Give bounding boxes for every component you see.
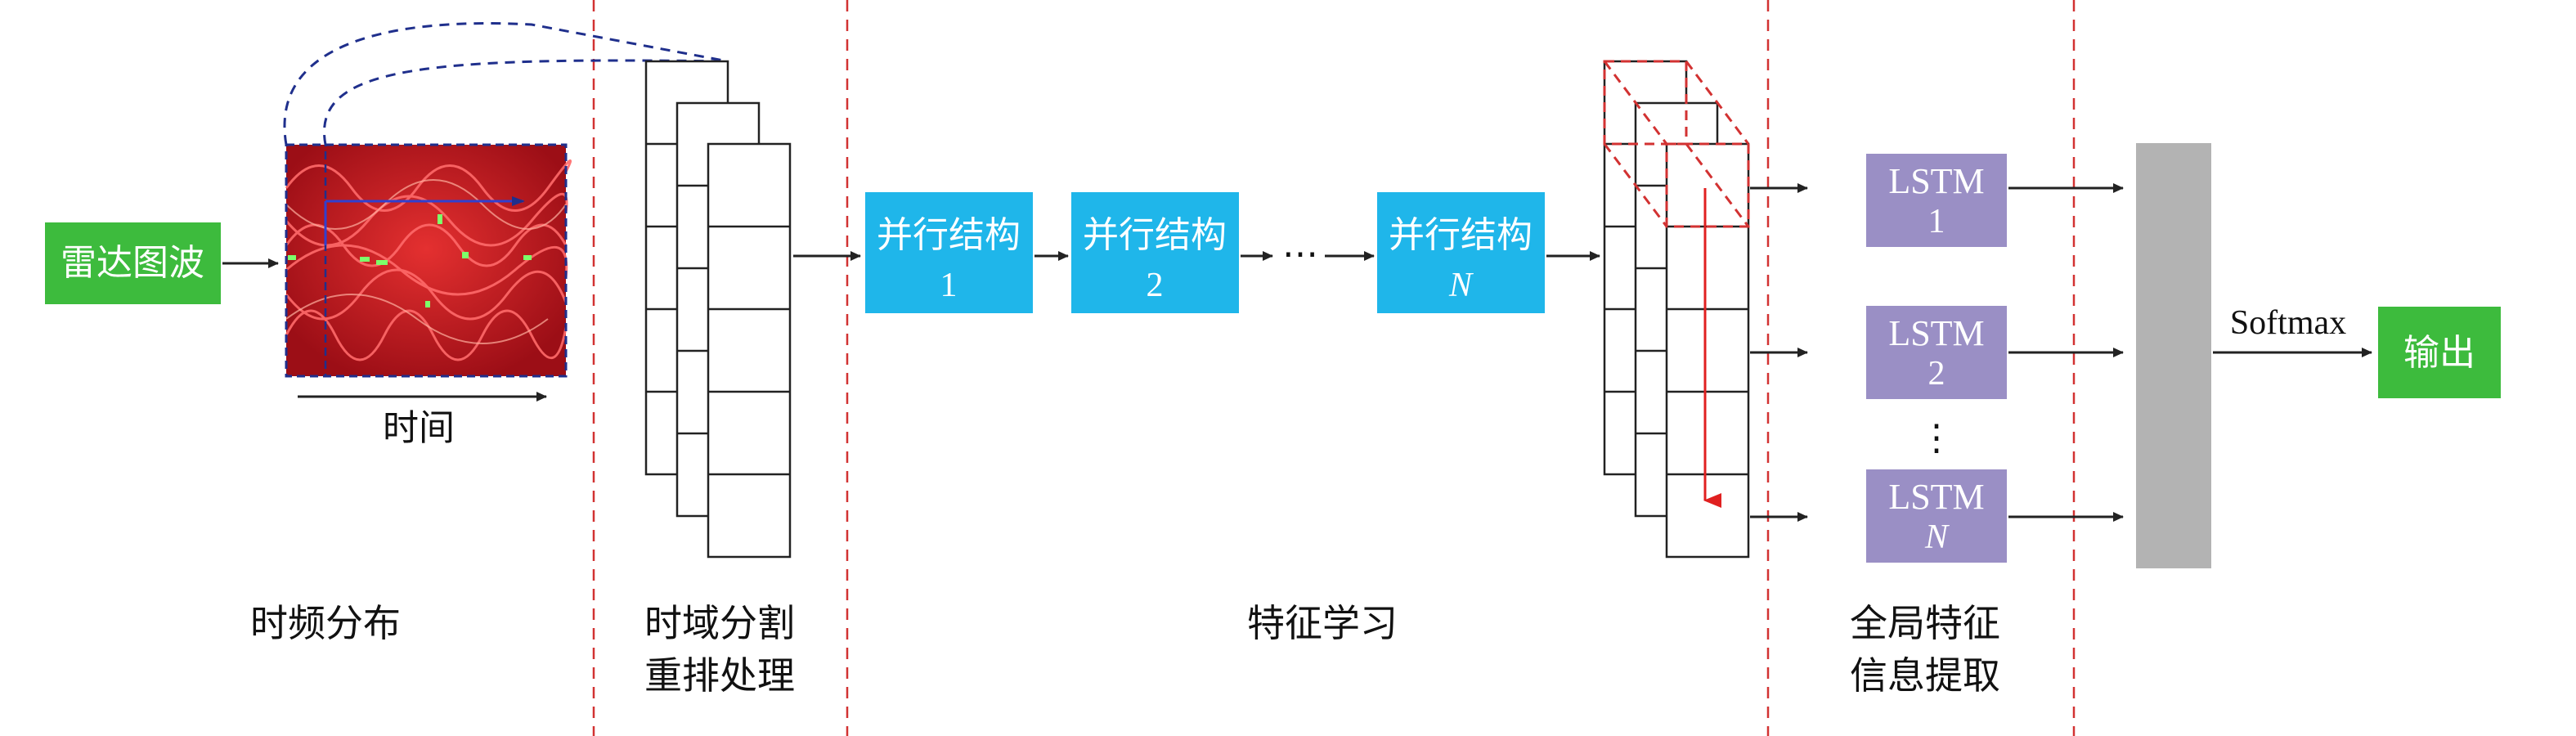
segment-curves	[283, 22, 729, 146]
time-axis-label: 时间	[383, 407, 455, 449]
parallel-block-n-title: 并行结构	[1389, 214, 1533, 256]
lstm-1: LSTM 1	[1866, 154, 2007, 247]
parallel-ellipsis: ⋯	[1282, 234, 1318, 274]
parallel-block-n: 并行结构 N	[1377, 192, 1545, 313]
lstm-n: LSTM N	[1866, 469, 2007, 563]
lstm-vertical-ellipsis: ⋮	[1919, 418, 1954, 458]
output-label: 输出	[2403, 332, 2475, 374]
feature-slice-highlight	[1603, 60, 1750, 228]
spectrogram	[285, 143, 572, 378]
stage-3-caption: 特征学习	[1247, 601, 1398, 645]
parallel-block-2-title: 并行结构	[1083, 214, 1227, 256]
parallel-block-1-title: 并行结构	[877, 214, 1021, 256]
global-feature-bar	[2136, 143, 2211, 568]
feature-stack	[1603, 60, 1750, 559]
softmax-label: Softmax	[2230, 304, 2346, 342]
lstm-n-title: LSTM	[1888, 477, 1984, 517]
segment-layer-front	[707, 142, 792, 559]
parallel-block-1-index: 1	[940, 267, 958, 304]
stage-2-caption-line2: 重排处理	[644, 653, 795, 698]
stage-separators	[592, 0, 2076, 736]
lstm-2-title: LSTM	[1888, 313, 1984, 353]
input-label: 雷达图波	[61, 242, 204, 284]
stage-4-caption-line1: 全局特征	[1850, 601, 2000, 645]
stage-2-caption-line1: 时域分割	[644, 601, 795, 645]
parallel-block-2-index: 2	[1147, 267, 1164, 304]
parallel-block-2: 并行结构 2	[1071, 192, 1239, 313]
lstm-n-index: N	[1924, 518, 1950, 556]
input-block: 雷达图波	[45, 222, 221, 304]
lstm-2-index: 2	[1928, 355, 1945, 393]
lstm-1-title: LSTM	[1888, 161, 1984, 201]
lstm-1-index: 1	[1928, 203, 1945, 240]
output-block: 输出	[2378, 307, 2501, 398]
segmentation-stack	[644, 60, 792, 559]
feature-layer-front	[1665, 142, 1750, 559]
parallel-block-1: 并行结构 1	[865, 192, 1033, 313]
stage-4-caption-line2: 信息提取	[1850, 653, 2000, 698]
lstm-2: LSTM 2	[1866, 306, 2007, 399]
stage-1-caption: 时频分布	[250, 601, 401, 645]
stage-captions: 时频分布 时域分割 重排处理 特征学习 全局特征 信息提取	[250, 601, 2000, 698]
parallel-block-n-index: N	[1448, 267, 1474, 304]
